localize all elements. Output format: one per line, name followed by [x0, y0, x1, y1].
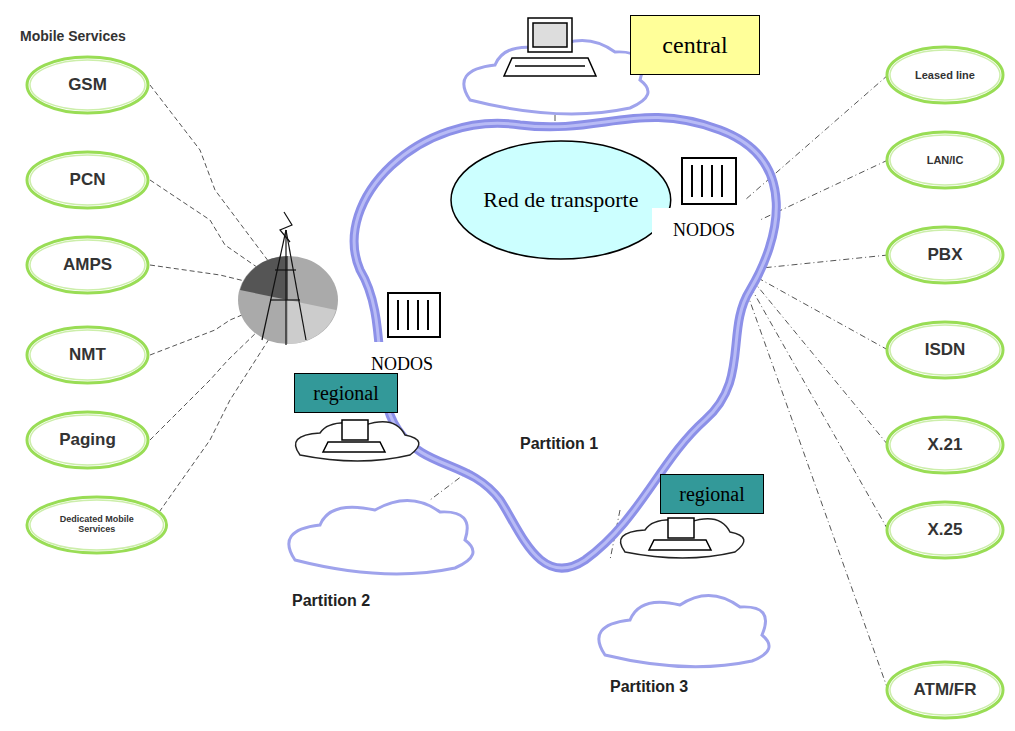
node-text: Leased line — [915, 69, 975, 81]
label-box: regional — [660, 474, 764, 514]
oval-shape — [887, 227, 1003, 283]
oval-shape — [27, 57, 148, 113]
oval-shape — [27, 237, 148, 293]
service-oval: PCN — [25, 150, 150, 210]
oval-inner — [890, 230, 1000, 280]
partition-label: Partition 2 — [290, 592, 372, 610]
service-oval: AMPS — [25, 235, 150, 295]
label-box: NODOS — [652, 208, 756, 252]
node-text: X.25 — [928, 521, 963, 540]
service-oval: GSM — [25, 55, 150, 115]
oval-inner — [30, 330, 145, 380]
node-text: Red de transporte — [483, 187, 638, 213]
oval-shape — [887, 417, 1003, 473]
oval-shape — [887, 47, 1003, 103]
oval-inner — [30, 415, 145, 465]
oval-inner — [30, 240, 145, 290]
node-text: AMPS — [63, 256, 112, 275]
node-text: LAN/IC — [927, 154, 964, 166]
oval-inner — [890, 325, 1000, 375]
oval-shape — [27, 497, 167, 553]
node-text: regional — [679, 483, 745, 506]
node-text: X.21 — [928, 436, 963, 455]
service-oval: X.25 — [885, 500, 1005, 560]
oval-shape — [887, 502, 1003, 558]
node-text: ATM/FR — [914, 681, 977, 700]
ellipse-shape — [451, 141, 671, 259]
computer-icon — [649, 518, 711, 550]
oval-shape — [887, 662, 1003, 718]
cloud — [289, 500, 473, 573]
cloud — [621, 519, 744, 558]
oval-shape — [887, 322, 1003, 378]
partition-label: Partition 3 — [608, 678, 690, 696]
partition-label: Partition 1 — [518, 435, 600, 453]
section-heading: Mobile Services — [20, 28, 126, 44]
node-text: PBX — [928, 246, 963, 265]
service-oval: Paging — [25, 410, 150, 470]
node-text: NODOS — [673, 220, 735, 241]
service-oval: Leased line — [885, 45, 1005, 105]
oval-inner — [890, 50, 1000, 100]
oval-shape — [887, 132, 1003, 188]
node-text: NODOS — [371, 354, 433, 375]
oval-shape — [27, 412, 148, 468]
service-oval: LAN/IC — [885, 130, 1005, 190]
node-text: ISDN — [925, 341, 966, 360]
oval-inner — [30, 500, 164, 550]
service-oval: X.21 — [885, 415, 1005, 475]
service-oval: ISDN — [885, 320, 1005, 380]
oval-inner — [890, 505, 1000, 555]
computer-icon — [504, 18, 596, 76]
node-text: Paging — [59, 431, 116, 450]
network-ellipse: Red de transporte — [450, 140, 672, 260]
service-oval: PBX — [885, 225, 1005, 285]
service-oval: NMT — [25, 325, 150, 385]
node-text: Dedicated Mobile Services — [49, 515, 144, 535]
oval-inner — [890, 135, 1000, 185]
cloud — [599, 595, 769, 666]
oval-shape — [27, 152, 148, 208]
service-oval: Dedicated Mobile Services — [25, 495, 169, 555]
service-oval: ATM/FR — [885, 660, 1005, 720]
node-text: central — [662, 32, 727, 59]
oval-shape — [27, 327, 148, 383]
label-box: central — [630, 15, 760, 75]
node-text: NMT — [69, 346, 106, 365]
oval-inner — [30, 155, 145, 205]
node-text: regional — [313, 382, 379, 405]
leader-lines — [430, 75, 888, 690]
computer-icon — [323, 420, 385, 452]
node-text: GSM — [68, 76, 107, 95]
antenna-tower — [238, 212, 338, 345]
oval-inner — [890, 665, 1000, 715]
node-text: PCN — [70, 171, 106, 190]
label-box: regional — [294, 373, 398, 413]
oval-inner — [890, 420, 1000, 470]
oval-inner — [30, 60, 145, 110]
